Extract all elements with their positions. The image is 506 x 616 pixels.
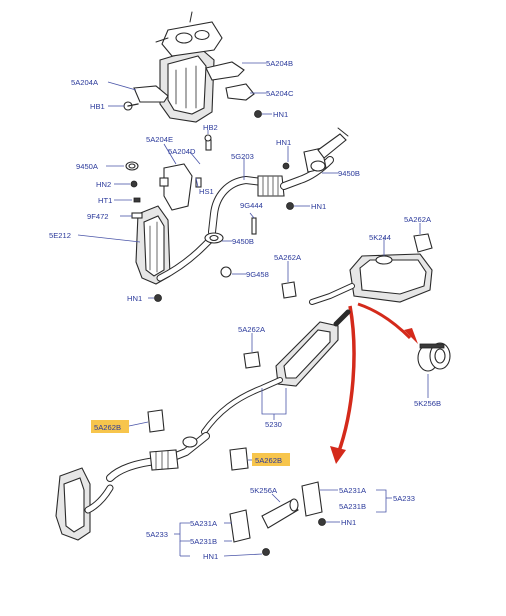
label-5a262b-right: 5A262B <box>255 456 282 465</box>
clamp-5k256b <box>417 342 451 372</box>
label-5e212: 5E212 <box>49 231 71 240</box>
label-9f472: 9F472 <box>87 212 109 221</box>
label-9g444: 9G444 <box>240 201 263 210</box>
lower-front-pipe-assembly <box>55 409 249 541</box>
label-hn1-right: HN1 <box>276 138 291 147</box>
label-5k256b: 5K256B <box>414 399 441 408</box>
part-labels: 5A204A 5A204B HB1 5A204C HN1 HB2 5A204E … <box>49 59 441 561</box>
label-5a233-right: 5A233 <box>393 494 415 503</box>
highlight-5a262b-left <box>91 420 129 433</box>
label-5a262a-right: 5A262A <box>404 215 432 224</box>
rear-muffler-assembly <box>281 233 433 305</box>
label-9450b-right: 9450B <box>338 169 360 178</box>
intermediate-silencer-assembly <box>201 309 351 435</box>
label-5a204c: 5A204C <box>266 89 294 98</box>
label-5a262a-center: 5A262A <box>238 325 266 334</box>
label-9g458: 9G458 <box>246 270 269 279</box>
label-hb1: HB1 <box>90 102 105 111</box>
label-hn2: HN2 <box>96 180 111 189</box>
highlight-5a262b-right <box>252 453 290 466</box>
label-hs1: HS1 <box>199 187 214 196</box>
label-5a204a: 5A204A <box>71 78 99 87</box>
label-5a231b-right: 5A231B <box>339 502 366 511</box>
label-5230: 5230 <box>265 420 282 429</box>
label-5k244: 5K244 <box>369 233 391 242</box>
front-catalytic-converter-assembly <box>125 127 349 302</box>
label-5a233-left: 5A233 <box>146 530 168 539</box>
label-hn1-top: HN1 <box>273 110 288 119</box>
label-hn1-left: HN1 <box>127 294 142 303</box>
label-5a262b-left: 5A262B <box>94 423 121 432</box>
label-ht1: HT1 <box>98 196 112 205</box>
label-5a231a-left: 5A231A <box>190 519 218 528</box>
label-9450b-low: 9450B <box>232 237 254 246</box>
label-5k256a: 5K256A <box>250 486 278 495</box>
label-5a231b-left: 5A231B <box>190 537 217 546</box>
red-arrow-head-right <box>404 328 418 344</box>
label-5a204e: 5A204E <box>146 135 173 144</box>
label-5a231a-right: 5A231A <box>339 486 367 495</box>
label-hn1-mid: HN1 <box>311 202 326 211</box>
red-arrow-to-clamp <box>357 302 412 340</box>
leader-lines <box>77 62 429 557</box>
label-5a204d: 5A204D <box>168 147 196 156</box>
label-hb2: HB2 <box>203 123 218 132</box>
label-5a262a-mid: 5A262A <box>274 253 302 262</box>
label-5a204b: 5A204B <box>266 59 293 68</box>
label-9450a: 9450A <box>76 162 99 171</box>
red-arrow-head-down <box>330 446 346 464</box>
label-hn1-bottom: HN1 <box>203 552 218 561</box>
lower-sleeve-brackets <box>229 481 326 556</box>
label-hn1-br: HN1 <box>341 518 356 527</box>
red-arrow-down <box>336 305 356 455</box>
label-5g203: 5G203 <box>231 152 254 161</box>
top-catalytic-converter-assembly <box>123 11 262 123</box>
